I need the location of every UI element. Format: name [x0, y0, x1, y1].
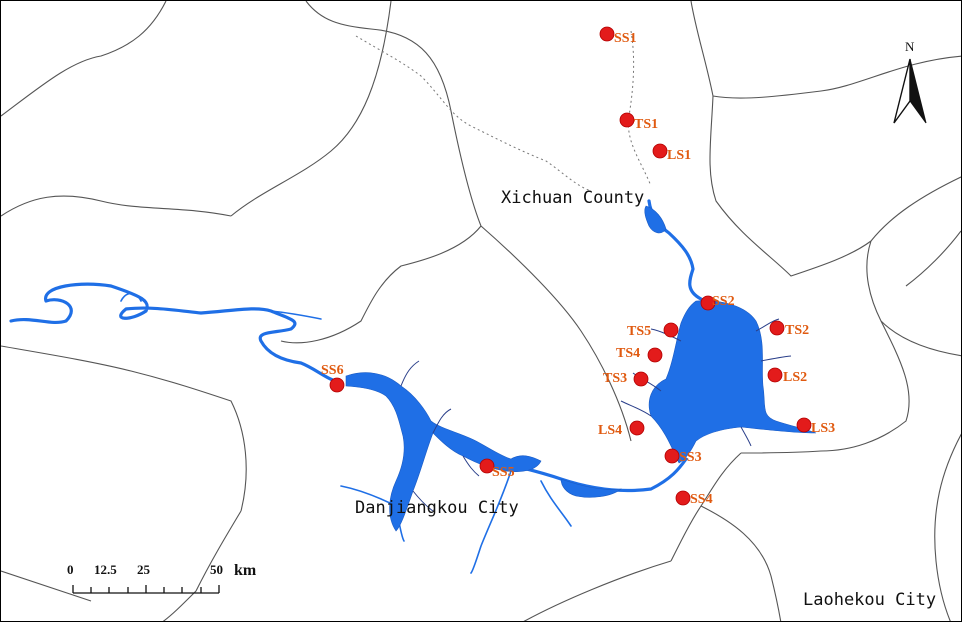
- lower-channel-lake: [560, 478, 622, 498]
- site-marker-ts4[interactable]: [647, 347, 663, 363]
- north-arrow-icon-half: [893, 58, 911, 124]
- boundary-line: [280, 225, 482, 344]
- boundary-line: [162, 510, 242, 621]
- site-label-ss2: SS2: [712, 294, 735, 309]
- danjiang-reservoir-west-arm: [345, 372, 542, 532]
- boundary-line: [700, 505, 782, 621]
- site-label-ss5: SS5: [492, 465, 515, 480]
- han-river-upper: [9, 282, 343, 385]
- north-arrow-icon: [909, 58, 927, 124]
- north-label: N: [905, 39, 915, 54]
- site-label-ls2: LS2: [783, 370, 807, 385]
- boundary-line: [1, 345, 247, 512]
- site-marker-ts1[interactable]: [619, 112, 635, 128]
- site-marker-ss2[interactable]: [700, 295, 716, 311]
- scale-tick-0: 0: [67, 562, 74, 577]
- site-label-ls3: LS3: [811, 421, 835, 436]
- site-marker-ss3[interactable]: [664, 448, 680, 464]
- site-label-ts5: TS5: [627, 324, 651, 339]
- site-label-ts3: TS3: [603, 371, 627, 386]
- boundary-line: [1, 570, 92, 602]
- boundary-line: [866, 240, 961, 357]
- site-marker-ss5[interactable]: [479, 458, 495, 474]
- site-label-ss4: SS4: [690, 492, 713, 507]
- han-river-upper-branch: [120, 292, 142, 302]
- boundary-line: [934, 433, 961, 621]
- site-marker-ss6[interactable]: [329, 377, 345, 393]
- north-arrow: N: [893, 39, 927, 124]
- boundary-line: [305, 1, 482, 227]
- scale-bar-line: [72, 585, 220, 594]
- site-marker-ls1[interactable]: [652, 143, 668, 159]
- site-marker-ss1[interactable]: [599, 26, 615, 42]
- boundary-line: [870, 176, 961, 242]
- boundary-line: [1, 1, 167, 117]
- site-marker-ss4[interactable]: [675, 490, 691, 506]
- place-label-laohekou: Laohekou City: [803, 590, 936, 610]
- boundary-line: [230, 1, 392, 217]
- boundary-line: [480, 225, 632, 442]
- site-marker-ls4[interactable]: [629, 420, 645, 436]
- han-river-upper-branch: [270, 310, 322, 320]
- creek-line: [400, 360, 480, 512]
- scale-tick-25: 25: [137, 562, 151, 577]
- site-label-ts2: TS2: [785, 323, 809, 338]
- southern-tributary: [540, 480, 572, 527]
- sampling-sites: SS1 TS1 LS1 SS2 TS5 TS2 TS4 TS3 LS2 LS3 …: [321, 26, 835, 507]
- place-label-xichuan: Xichuan County: [501, 188, 644, 208]
- boundary-line: [709, 95, 872, 277]
- dashed-river: [627, 30, 652, 187]
- boundary-line: [740, 320, 910, 454]
- scale-unit: km: [234, 562, 257, 579]
- site-marker-ls3[interactable]: [796, 417, 812, 433]
- site-label-ts1: TS1: [634, 117, 658, 132]
- boundary-line: [690, 1, 961, 99]
- site-label-ls4: LS4: [598, 423, 622, 438]
- boundary-line: [523, 560, 672, 621]
- reservoir: [345, 205, 817, 532]
- scale-tick-50: 50: [210, 562, 223, 577]
- site-marker-ts5[interactable]: [663, 322, 679, 338]
- dashed-river: [355, 35, 592, 192]
- upper-tributary: [355, 30, 652, 192]
- site-label-ss6: SS6: [321, 363, 344, 378]
- scale-bar: 0 12.5 25 50 km: [67, 562, 257, 594]
- place-label-danjiangkou: Danjiangkou City: [355, 498, 519, 518]
- scale-tick-12-5: 12.5: [94, 562, 117, 577]
- site-marker-ts3[interactable]: [633, 371, 649, 387]
- site-label-ts4: TS4: [616, 346, 640, 361]
- boundary-line: [670, 452, 742, 562]
- site-label-ls1: LS1: [667, 148, 691, 163]
- boundary-line: [1, 195, 232, 217]
- boundary-line: [905, 230, 961, 287]
- site-marker-ls2[interactable]: [767, 367, 783, 383]
- danjiang-reservoir-east: [648, 300, 817, 464]
- site-marker-ts2[interactable]: [769, 320, 785, 336]
- site-label-ss1: SS1: [614, 31, 637, 46]
- upper-inflow-lake: [644, 205, 667, 234]
- site-label-ss3: SS3: [679, 450, 702, 465]
- southern-tributary: [470, 470, 512, 574]
